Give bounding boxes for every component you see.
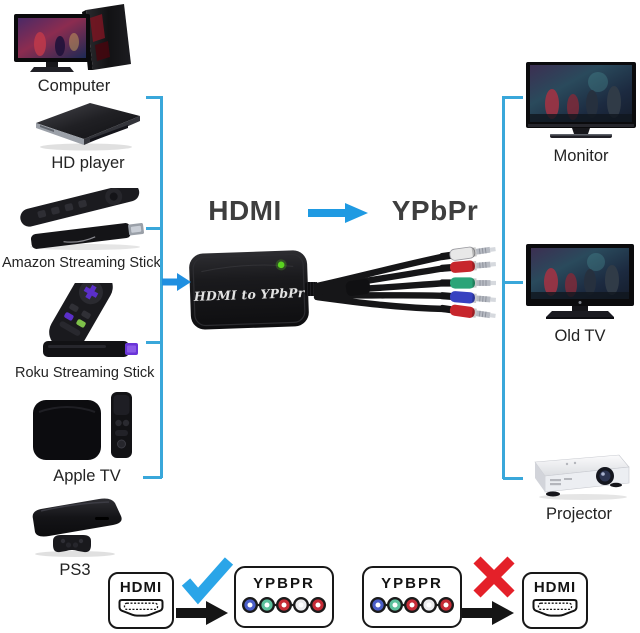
x-icon — [473, 556, 515, 598]
device-label: Apple TV — [53, 467, 121, 485]
ypbpr-jacks-icon — [241, 596, 326, 614]
source-hd-player: HD player — [28, 103, 148, 173]
right-stub-monitor — [503, 96, 523, 99]
device-label: Projector — [545, 505, 613, 523]
ypbpr-box-source: YPBPR — [362, 566, 462, 628]
rca-plug-green — [440, 277, 496, 289]
left-bracket-line — [160, 96, 163, 478]
source-ps3: PS3 — [22, 491, 128, 580]
left-stub-amazon — [146, 227, 162, 230]
right-stub-projector — [503, 477, 523, 480]
ypbpr-box-label: YPBPR — [381, 575, 443, 592]
device-label: Roku Streaming Stick — [15, 365, 155, 381]
ps3-icon — [32, 498, 122, 557]
output-old-tv: Old TV — [524, 244, 636, 346]
left-stub-computer — [146, 96, 162, 99]
source-roku-stick: Roku Streaming Stick — [15, 283, 155, 381]
right-bracket-line — [502, 96, 505, 479]
right-arrow-icon — [462, 601, 514, 625]
title-hdmi: HDMI — [208, 195, 282, 226]
right-stub-old-tv — [503, 281, 523, 284]
output-projector: Projector — [520, 452, 638, 524]
right-arrow-icon — [176, 601, 228, 625]
apple-tv-icon — [33, 392, 132, 460]
device-label: PS3 — [59, 561, 91, 579]
device-label: Old TV — [554, 327, 606, 345]
source-computer: Computer — [8, 4, 140, 96]
device-label: Amazon Streaming Stick — [2, 255, 161, 271]
device-label: HD player — [51, 154, 125, 172]
hdmi-box-target: HDMI — [522, 572, 588, 629]
hdmi-box-source: HDMI — [108, 572, 174, 629]
left-stub-apple-tv — [143, 476, 162, 479]
projector-icon — [534, 454, 630, 500]
check-icon — [181, 557, 234, 605]
rca-plug-white — [439, 246, 496, 261]
monitor-icon — [526, 62, 636, 138]
check-and-arrow-icon — [176, 557, 234, 625]
hdmi-box-label: HDMI — [533, 579, 577, 596]
device-label: Computer — [37, 77, 111, 95]
old-tv-icon — [526, 244, 634, 319]
amazon-streaming-stick-icon — [20, 188, 144, 250]
cross-and-arrow-icon — [462, 556, 515, 625]
source-amazon-stick: Amazon Streaming Stick — [2, 188, 161, 271]
title-arrow-icon — [308, 203, 368, 223]
title-ypbpr: YPbPr — [391, 195, 479, 226]
ypbpr-box-label: YPBPR — [253, 575, 315, 592]
hdmi-box-label: HDMI — [119, 579, 163, 596]
converter-device: HDMI to YPbPr — [189, 246, 497, 330]
rca-plug-blue — [439, 291, 497, 304]
component-cables — [313, 252, 450, 313]
ypbpr-jacks-icon — [369, 596, 454, 614]
hdmi-port-icon — [118, 599, 164, 617]
power-led — [277, 261, 285, 269]
device-label: Monitor — [553, 147, 609, 165]
hdmi-port-icon — [532, 599, 578, 617]
rca-plug-red1 — [439, 260, 497, 273]
source-apple-tv: Apple TV — [28, 392, 146, 486]
rca-plug-red2 — [439, 304, 496, 319]
arrow-into-converter-icon — [162, 273, 191, 291]
hd-player-icon — [36, 103, 140, 151]
output-monitor: Monitor — [524, 62, 638, 166]
left-stub-roku — [146, 341, 162, 344]
computer-icon — [14, 4, 131, 72]
ypbpr-box-target: YPBPR — [234, 566, 334, 628]
roku-streaming-stick-icon — [42, 283, 138, 357]
converter-label: HDMI to YPbPr — [193, 285, 306, 304]
